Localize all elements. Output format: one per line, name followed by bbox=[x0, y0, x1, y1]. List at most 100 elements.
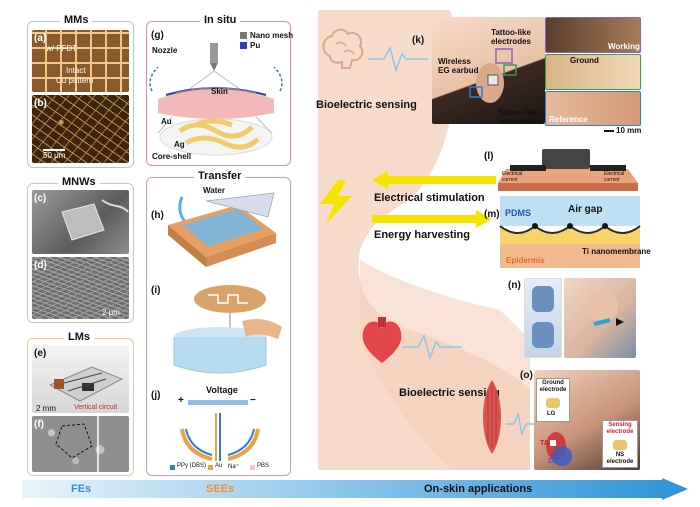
ppy-legend-swatch bbox=[170, 465, 175, 470]
pbs-legend: PBS bbox=[257, 463, 270, 469]
sensing-electrode-text: Sensing electrode bbox=[606, 422, 634, 435]
ta-text: TA bbox=[540, 440, 549, 447]
lm-sem-dashed-region bbox=[55, 416, 99, 472]
ag-text: Ag bbox=[174, 140, 185, 149]
muscle-icon bbox=[483, 380, 501, 454]
k-scale-bar bbox=[604, 130, 614, 132]
stimulation-arrow bbox=[372, 171, 496, 189]
lms-title: LMs bbox=[64, 331, 94, 343]
skin-text: Skin bbox=[211, 87, 228, 96]
label-h: (h) bbox=[151, 210, 164, 221]
ground-text: Ground bbox=[570, 56, 599, 65]
pbs-legend-swatch bbox=[250, 465, 255, 470]
mesh-micrograph-image bbox=[32, 95, 129, 163]
reference-electrode-photo bbox=[545, 91, 641, 126]
brain-icon bbox=[322, 28, 364, 69]
electrical-stimulation-label: Electrical stimulation bbox=[374, 192, 485, 204]
scale-50um: 50 μm bbox=[43, 151, 66, 160]
onskin-label: On-skin applications bbox=[424, 483, 533, 495]
nozzle-text: Nozzle bbox=[152, 46, 178, 55]
working-electrode-photo bbox=[545, 17, 641, 53]
scale-2mm: 2 mm bbox=[36, 404, 56, 413]
pu-legend-swatch bbox=[240, 42, 247, 49]
label-i: (i) bbox=[151, 285, 161, 296]
water-text: Water bbox=[203, 186, 225, 195]
stimulation-device-drawing bbox=[498, 149, 638, 191]
pu-legend: Pu bbox=[250, 41, 261, 50]
scale-2um: 2 μm bbox=[102, 308, 120, 317]
reference-text: Reference bbox=[549, 115, 588, 124]
bioelectric-sensing-bottom: Bioelectric sensing bbox=[399, 387, 500, 399]
mnw-sheet-shape bbox=[61, 199, 129, 241]
wireless-earbud-text: Wireless EG earbud bbox=[438, 57, 479, 75]
ppy-legend: PPy (DBS) bbox=[177, 463, 207, 469]
vertical-circuit-text: Vertical circuit bbox=[74, 404, 118, 411]
label-k: (k) bbox=[412, 35, 425, 46]
cu-pattern-image bbox=[32, 30, 129, 92]
epidermis-text: Epidermis bbox=[506, 256, 545, 265]
gc-text: GC bbox=[548, 458, 559, 465]
ground-electrode-photo bbox=[545, 54, 641, 90]
lm-sem-image bbox=[32, 416, 129, 472]
k-scale-text: 10 mm bbox=[616, 126, 642, 135]
heart-icon bbox=[362, 317, 402, 363]
ecg-trace-top bbox=[368, 46, 428, 73]
label-o: (o) bbox=[520, 370, 533, 381]
tattoo-connectors-text: Tattoo-like connectors bbox=[498, 108, 542, 126]
scale-bar bbox=[43, 149, 65, 151]
lm-circuit-drawing bbox=[48, 366, 124, 402]
bioelectric-sensing-top: Bioelectric sensing bbox=[316, 99, 417, 111]
label-l: (l) bbox=[484, 151, 494, 162]
label-c: (c) bbox=[34, 193, 47, 204]
plus-sign: + bbox=[178, 395, 184, 406]
ground-electrode-text: Ground electrode bbox=[539, 380, 567, 393]
airgap-text: Air gap bbox=[568, 204, 603, 215]
nano-mesh-legend-swatch bbox=[240, 32, 247, 39]
harvesting-arrow bbox=[372, 210, 492, 228]
energy-harvesting-label: Energy harvesting bbox=[374, 229, 470, 241]
transfer-title: Transfer bbox=[194, 170, 246, 182]
intact-text: Intact bbox=[66, 66, 86, 75]
label-d: (d) bbox=[34, 260, 47, 271]
minus-sign: − bbox=[250, 395, 256, 406]
current-right-text: Electrical current bbox=[604, 171, 625, 183]
ti-nanomembrane-text: Ti nanomembrane bbox=[582, 247, 651, 256]
transfer-water-drawing bbox=[168, 192, 282, 461]
nano-mesh-legend: Nano mesh bbox=[250, 31, 294, 40]
infant-device-marker bbox=[586, 290, 624, 326]
ns-electrode-text: NS electrode bbox=[606, 452, 634, 465]
mnws-title: MNWs bbox=[58, 176, 100, 188]
au-text: Au bbox=[161, 117, 172, 126]
ecg-trace-bottom bbox=[402, 334, 462, 361]
lightning-icon bbox=[320, 180, 352, 224]
mnw-sem-image-d bbox=[32, 257, 129, 319]
electrospinning-drawing bbox=[149, 43, 283, 156]
au-legend-swatch bbox=[208, 465, 213, 470]
label-f: (f) bbox=[34, 419, 44, 430]
lg-text: LG bbox=[547, 411, 556, 417]
infant-device-pads bbox=[532, 286, 554, 348]
harvester-drawing bbox=[499, 196, 641, 268]
label-j: (j) bbox=[151, 390, 161, 401]
tattoo-electrodes-text: Tattoo-like electrodes bbox=[490, 28, 532, 46]
label-m: (m) bbox=[484, 209, 500, 220]
label-e: (e) bbox=[34, 348, 47, 359]
ns-electrode-swatch bbox=[613, 440, 627, 450]
bottom-arrow bbox=[22, 478, 688, 500]
ear-eeg-photo-details bbox=[469, 48, 517, 103]
leg-electrode-markers bbox=[546, 432, 572, 466]
ground-electrode-box bbox=[536, 378, 570, 422]
na-legend: Na⁺ bbox=[228, 464, 239, 470]
insitu-title: In situ bbox=[200, 14, 241, 26]
lg-electrode-swatch bbox=[546, 398, 560, 408]
ecg-trace-muscle bbox=[506, 411, 536, 437]
cu-pattern-text: Cu pattern bbox=[56, 76, 94, 85]
pfdt-text: w/ PFDT bbox=[46, 44, 78, 53]
label-n: (n) bbox=[508, 280, 521, 291]
current-left-text: Electrical current bbox=[502, 171, 523, 183]
working-text: Working bbox=[608, 42, 640, 51]
mms-title: MMs bbox=[60, 14, 93, 26]
sees-label: SEEs bbox=[206, 483, 235, 495]
voltage-text: Voltage bbox=[206, 385, 238, 395]
core-shell-text: Core-shell bbox=[152, 152, 192, 161]
